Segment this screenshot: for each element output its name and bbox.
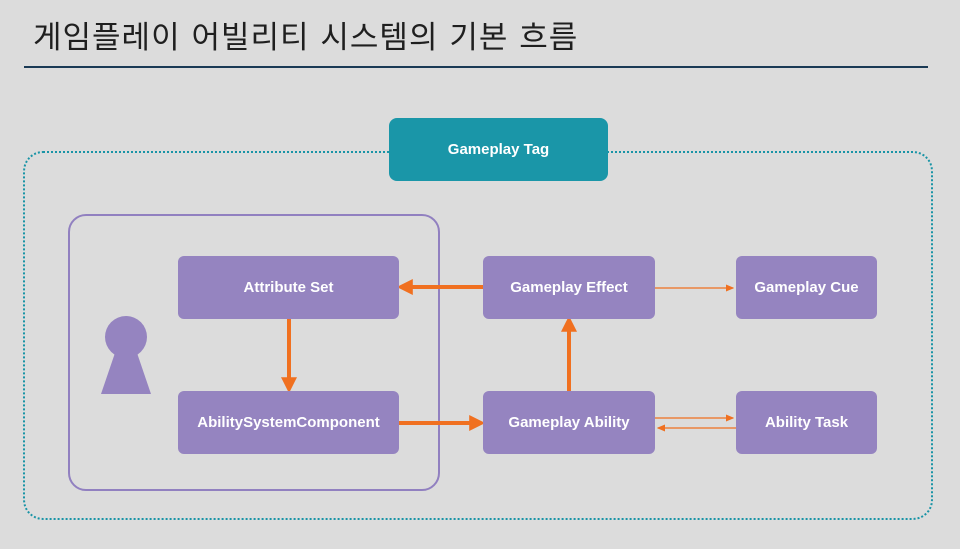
gameplay-effect-node: Gameplay Effect [483,256,655,319]
gameplay-tag-node: Gameplay Tag [389,118,608,181]
attribute-set-node: Attribute Set [178,256,399,319]
gameplay-cue-node: Gameplay Cue [736,256,877,319]
gameplay-ability-node: Gameplay Ability [483,391,655,454]
ability-task-node: Ability Task [736,391,877,454]
title-divider [24,66,928,68]
keyhole-person-icon [101,316,151,394]
ability-system-component-node: AbilitySystemComponent [178,391,399,454]
actor-frame [68,214,440,491]
page-title: 게임플레이 어빌리티 시스템의 기본 흐름 [33,20,579,56]
